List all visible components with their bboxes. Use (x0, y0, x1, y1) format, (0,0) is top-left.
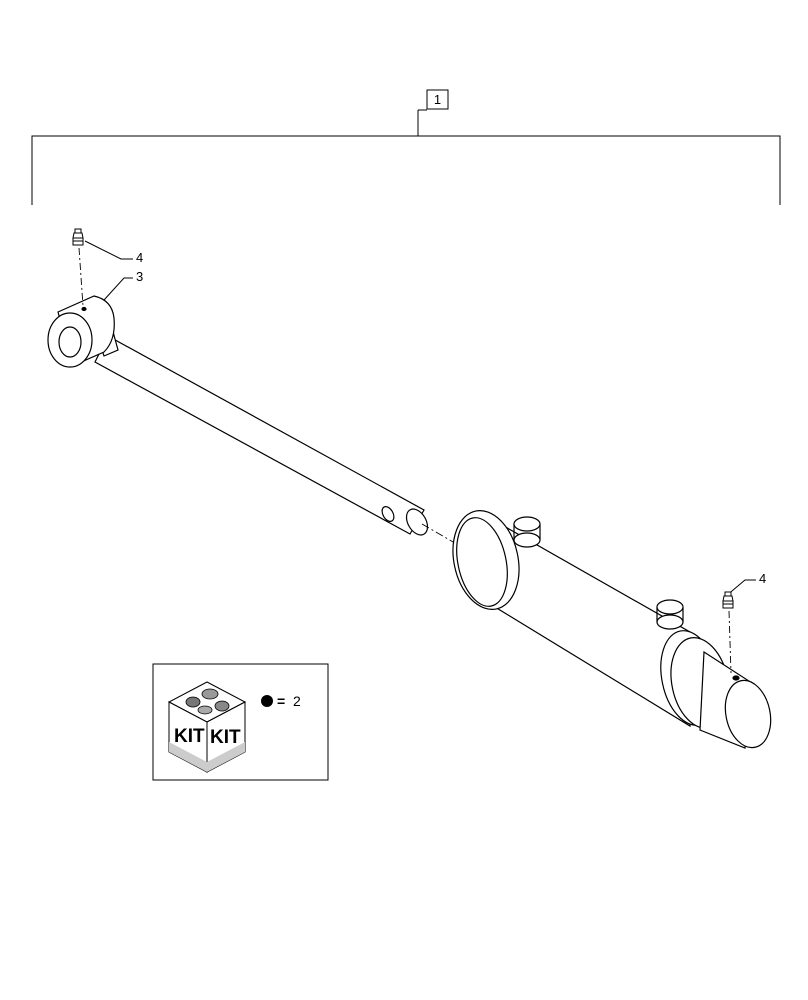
grease-fitting-right (722, 591, 734, 609)
callout-3: 3 (136, 269, 143, 284)
cylinder-barrel (452, 510, 772, 749)
grease-fitting-top (72, 228, 84, 246)
kit-legend: KIT KIT = 2 (152, 663, 329, 781)
leader-lines (84, 240, 756, 597)
centerline-top (78, 247, 84, 307)
kit-label-right: KIT (210, 727, 241, 748)
callout-4-right: 4 (759, 571, 766, 586)
centerline-right (728, 610, 732, 674)
assembly-bracket (31, 109, 781, 205)
kit-equals: = (277, 693, 285, 709)
kit-label-left: KIT (174, 726, 205, 747)
callout-1: 1 (426, 89, 449, 110)
svg-text:1: 1 (434, 92, 441, 107)
callout-4-top: 4 (136, 250, 143, 265)
piston-rod (47, 295, 429, 536)
kit-ref: 2 (293, 693, 301, 709)
kit-box-icon: KIT KIT (167, 681, 247, 773)
kit-bullet-icon (261, 695, 273, 707)
